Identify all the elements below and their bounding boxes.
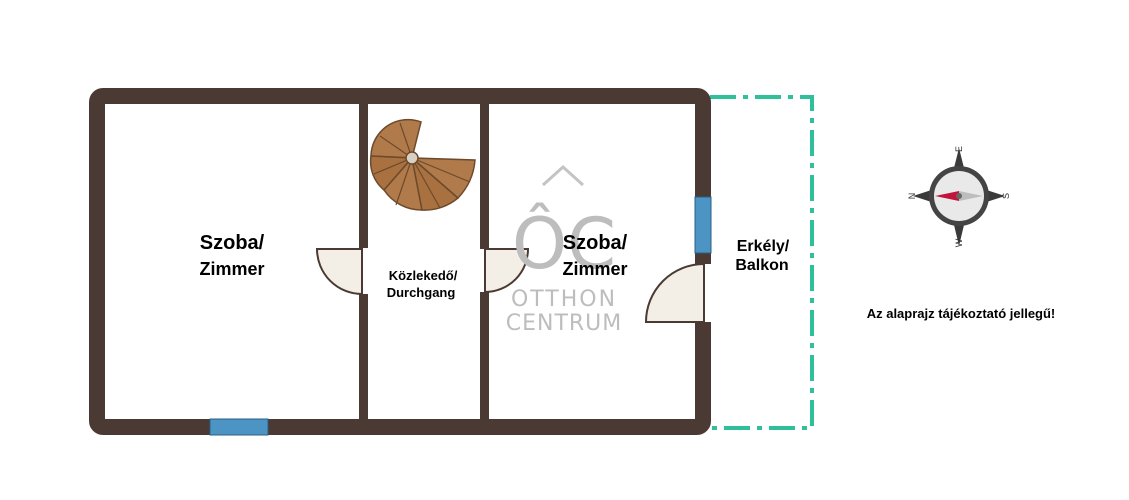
spiral-staircase — [369, 118, 476, 211]
watermark-roof — [541, 164, 585, 187]
watermark-logo: ÔC OTTHON CENTRUM — [506, 164, 623, 336]
window-right — [694, 196, 712, 254]
compass-needle-south — [959, 191, 983, 201]
compass-needle-north — [935, 191, 959, 201]
room-left-label-2: Zimmer — [199, 259, 264, 279]
compass-label-e: E — [954, 146, 964, 152]
compass-label-s: S — [1001, 193, 1011, 199]
compass-label-n: N — [907, 193, 917, 200]
compass-icon: N E S W — [907, 146, 1011, 247]
room-left-label-1: Szoba/ — [200, 232, 265, 254]
room-corridor-label-2: Durchgang — [387, 285, 456, 300]
room-corridor-label-1: Közlekedő/ — [389, 268, 458, 283]
compass-label-w: W — [954, 238, 964, 247]
window-bottom — [209, 418, 269, 436]
door-left — [315, 248, 363, 296]
room-right-label-1: Szoba/ — [563, 232, 628, 254]
balcony-outline — [710, 95, 814, 430]
room-right-label-2: Zimmer — [562, 259, 627, 279]
watermark-line1: OTTHON — [511, 287, 617, 312]
room-balcony-label-2: Balkon — [735, 257, 788, 274]
watermark-line2: CENTRUM — [506, 311, 623, 336]
disclaimer-note: Az alaprajz tájékoztató jellegű! — [867, 306, 1056, 321]
watermark-logo-text: ÔC — [512, 203, 616, 285]
outer-wall — [89, 88, 711, 435]
door-middle — [484, 248, 530, 294]
room-balcony-label-1: Erkély/ — [737, 238, 790, 255]
door-balcony — [644, 262, 705, 323]
